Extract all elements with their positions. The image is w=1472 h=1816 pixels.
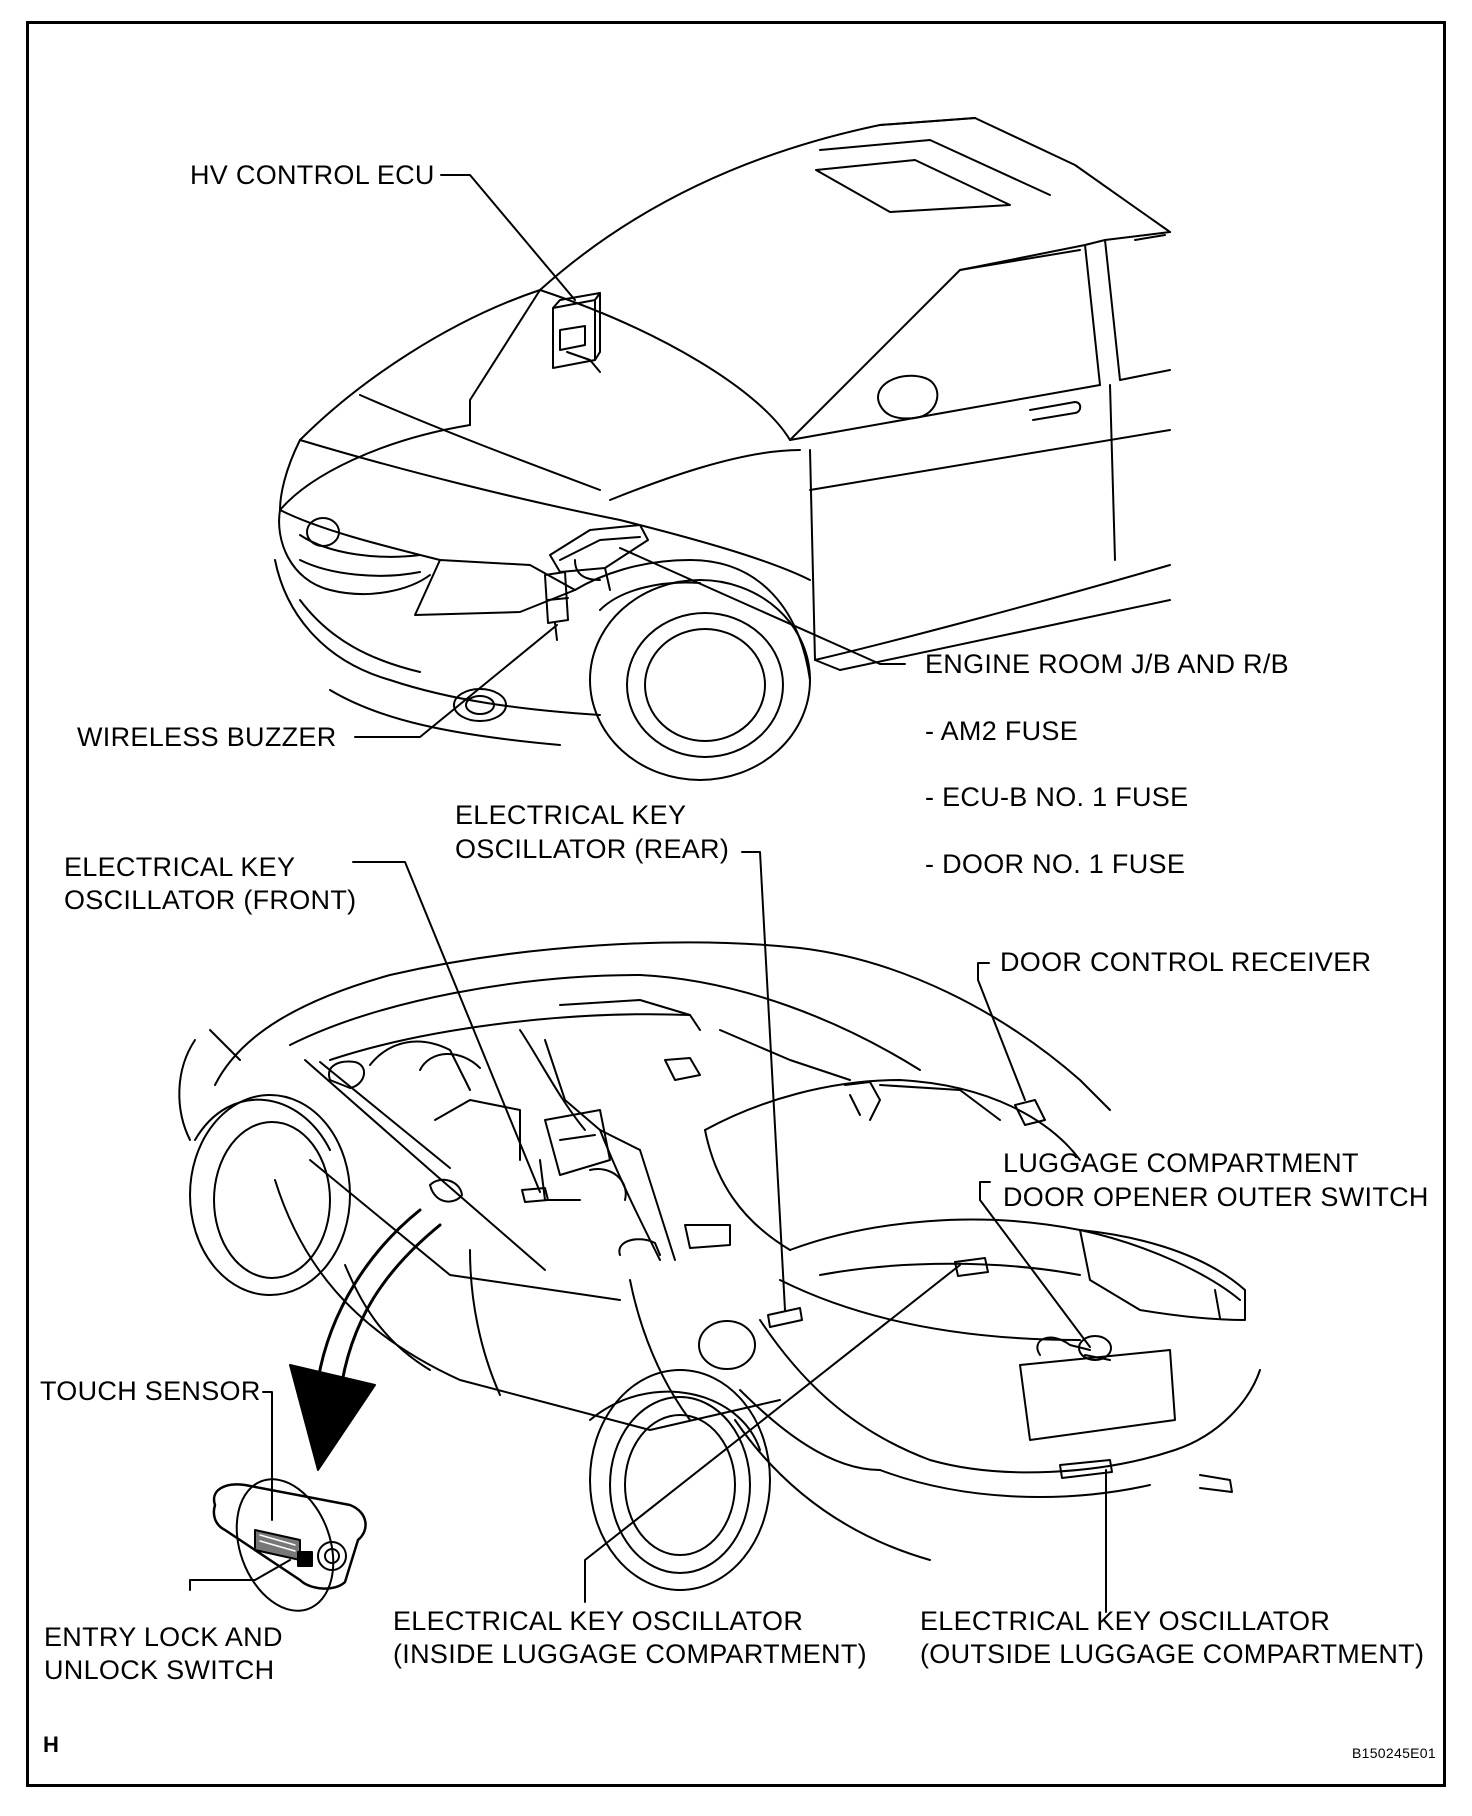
label-osc-outside-line1: ELECTRICAL KEY OSCILLATOR (920, 1606, 1331, 1636)
door-handle-inset (212, 1478, 367, 1612)
label-luggage-switch-line2: DOOR OPENER OUTER SWITCH (1003, 1182, 1429, 1212)
label-osc-front-line1: ELECTRICAL KEY (64, 852, 296, 882)
label-door-fuse: - DOOR NO. 1 FUSE (925, 849, 1186, 879)
label-luggage-switch-line1: LUGGAGE COMPARTMENT (1003, 1148, 1359, 1178)
label-osc-outside-line2: (OUTSIDE LUGGAGE COMPARTMENT) (920, 1639, 1425, 1669)
label-ecu-b-fuse: - ECU-B NO. 1 FUSE (925, 782, 1189, 812)
corner-letter: H (43, 1732, 60, 1757)
label-entry-lock-line2: UNLOCK SWITCH (44, 1655, 275, 1685)
label-entry-lock-line1: ENTRY LOCK AND (44, 1622, 283, 1652)
diagram-frame (26, 21, 1446, 1787)
label-hv-control-ecu: HV CONTROL ECU (190, 160, 435, 190)
curved-arrow (289, 1208, 442, 1471)
figure-code: B150245E01 (1352, 1745, 1436, 1761)
label-osc-rear-line1: ELECTRICAL KEY (455, 800, 687, 830)
label-wireless-buzzer: WIRELESS BUZZER (77, 722, 337, 752)
label-door-control-receiver: DOOR CONTROL RECEIVER (1000, 947, 1372, 977)
label-am2-fuse: - AM2 FUSE (925, 716, 1079, 746)
label-osc-inside-line2: (INSIDE LUGGAGE COMPARTMENT) (393, 1639, 867, 1669)
top-leader-lines (354, 174, 906, 738)
label-osc-rear-line2: OSCILLATOR (REAR) (455, 834, 730, 864)
bottom-leader-lines (189, 851, 1107, 1613)
front-car-drawing (274, 117, 1171, 781)
label-osc-inside-line1: ELECTRICAL KEY OSCILLATOR (393, 1606, 804, 1636)
label-osc-front-line2: OSCILLATOR (FRONT) (64, 885, 357, 915)
rear-car-drawing (178, 941, 1261, 1591)
label-engine-room-jb-rb: ENGINE ROOM J/B AND R/B (925, 649, 1289, 679)
label-touch-sensor: TOUCH SENSOR (40, 1376, 261, 1406)
